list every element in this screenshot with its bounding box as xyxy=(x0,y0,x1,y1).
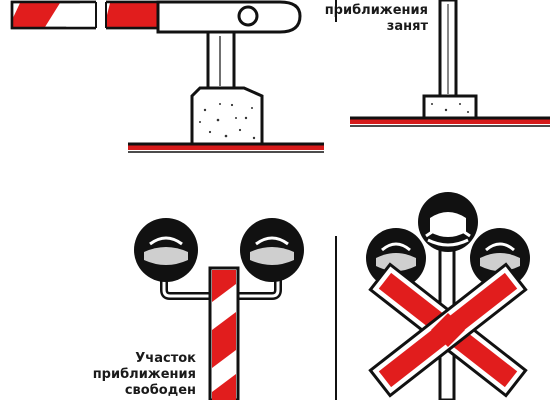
crossing-signal xyxy=(366,192,530,400)
lamp-cross-left xyxy=(366,228,426,288)
signal-free: Участок приближения свободен xyxy=(93,218,304,400)
barrier-post xyxy=(206,30,236,92)
st-andrews-cross xyxy=(368,262,528,398)
label-free-line1: Участок xyxy=(135,351,196,366)
base-texture xyxy=(199,103,256,140)
striped-pole xyxy=(208,266,240,400)
signal-post-base xyxy=(422,94,478,120)
barrier-pivot xyxy=(237,5,259,27)
barrier-gate xyxy=(10,0,324,153)
lamp-right xyxy=(240,218,304,282)
signal-post-occupied: приближения занят xyxy=(325,0,550,127)
barrier-counterweight xyxy=(156,0,302,34)
ground-right xyxy=(350,116,550,127)
ground-left xyxy=(128,142,324,153)
lamp-left xyxy=(134,218,198,282)
label-occupied-line2: занят xyxy=(387,19,429,34)
lamp-cross-right xyxy=(470,228,530,288)
lamp-top xyxy=(418,192,478,252)
label-free-line3: свободен xyxy=(125,383,196,398)
label-occupied-line1: приближения xyxy=(325,3,428,18)
label-free-line2: приближения xyxy=(93,367,196,382)
